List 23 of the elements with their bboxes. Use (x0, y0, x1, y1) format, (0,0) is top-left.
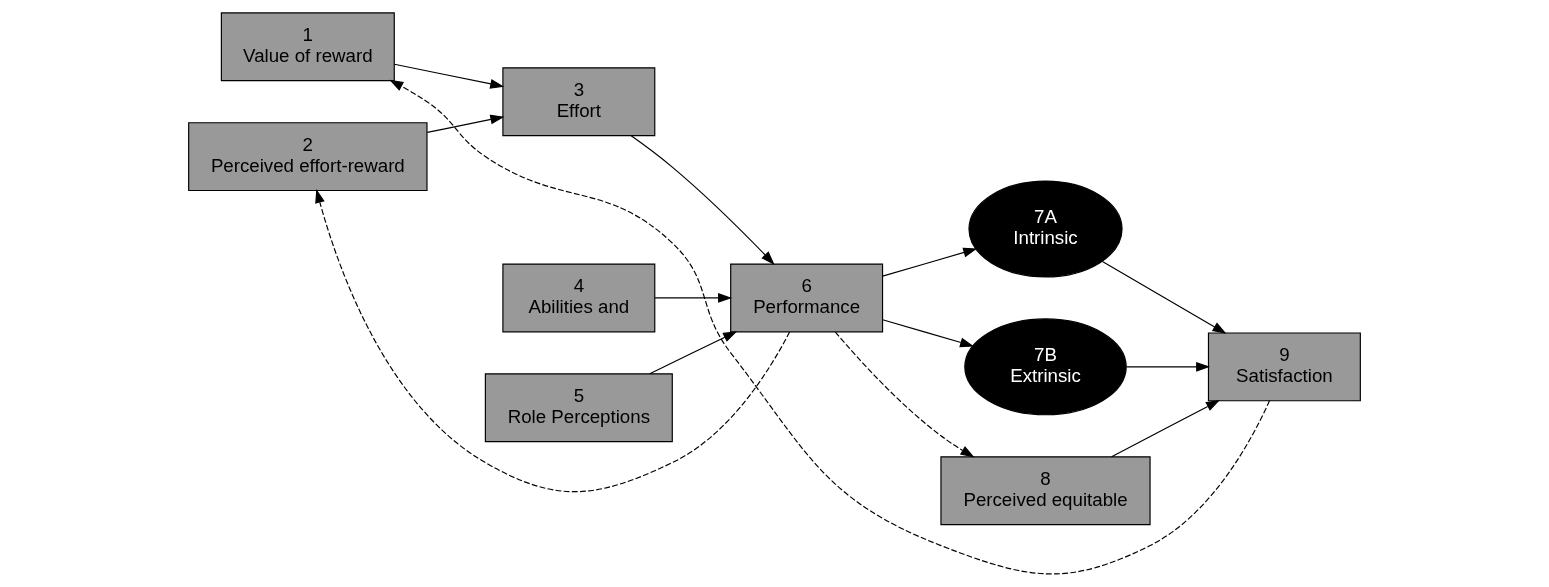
node-box: 1 Value of reward (220, 12, 395, 82)
node-box: 6 Performance (730, 263, 884, 333)
node-ellipse: 7B Extrinsic (964, 318, 1127, 416)
arrow (1111, 399, 1220, 458)
arrow (654, 293, 733, 303)
node-ellipse: 7A Intrinsic (968, 180, 1123, 278)
arrow (1126, 361, 1211, 372)
node-box: 4 Abilities and (502, 263, 656, 333)
arrow (882, 247, 978, 277)
arrow (389, 79, 1271, 575)
node-box: 5 Role Perceptions (484, 373, 673, 443)
node-box: 2 Perceived effort-reward (188, 122, 428, 192)
arrow (882, 319, 975, 348)
arrow (834, 331, 975, 458)
arrow (1101, 260, 1227, 334)
node-box: 8 Perceived equitable (940, 456, 1151, 526)
arrow (630, 135, 775, 265)
node-box: 3 Effort (502, 67, 656, 137)
arrow (649, 331, 738, 375)
arrow (393, 63, 505, 89)
arrow (426, 114, 505, 133)
arrow (315, 189, 791, 493)
node-box: 9 Satisfaction (1207, 332, 1361, 402)
